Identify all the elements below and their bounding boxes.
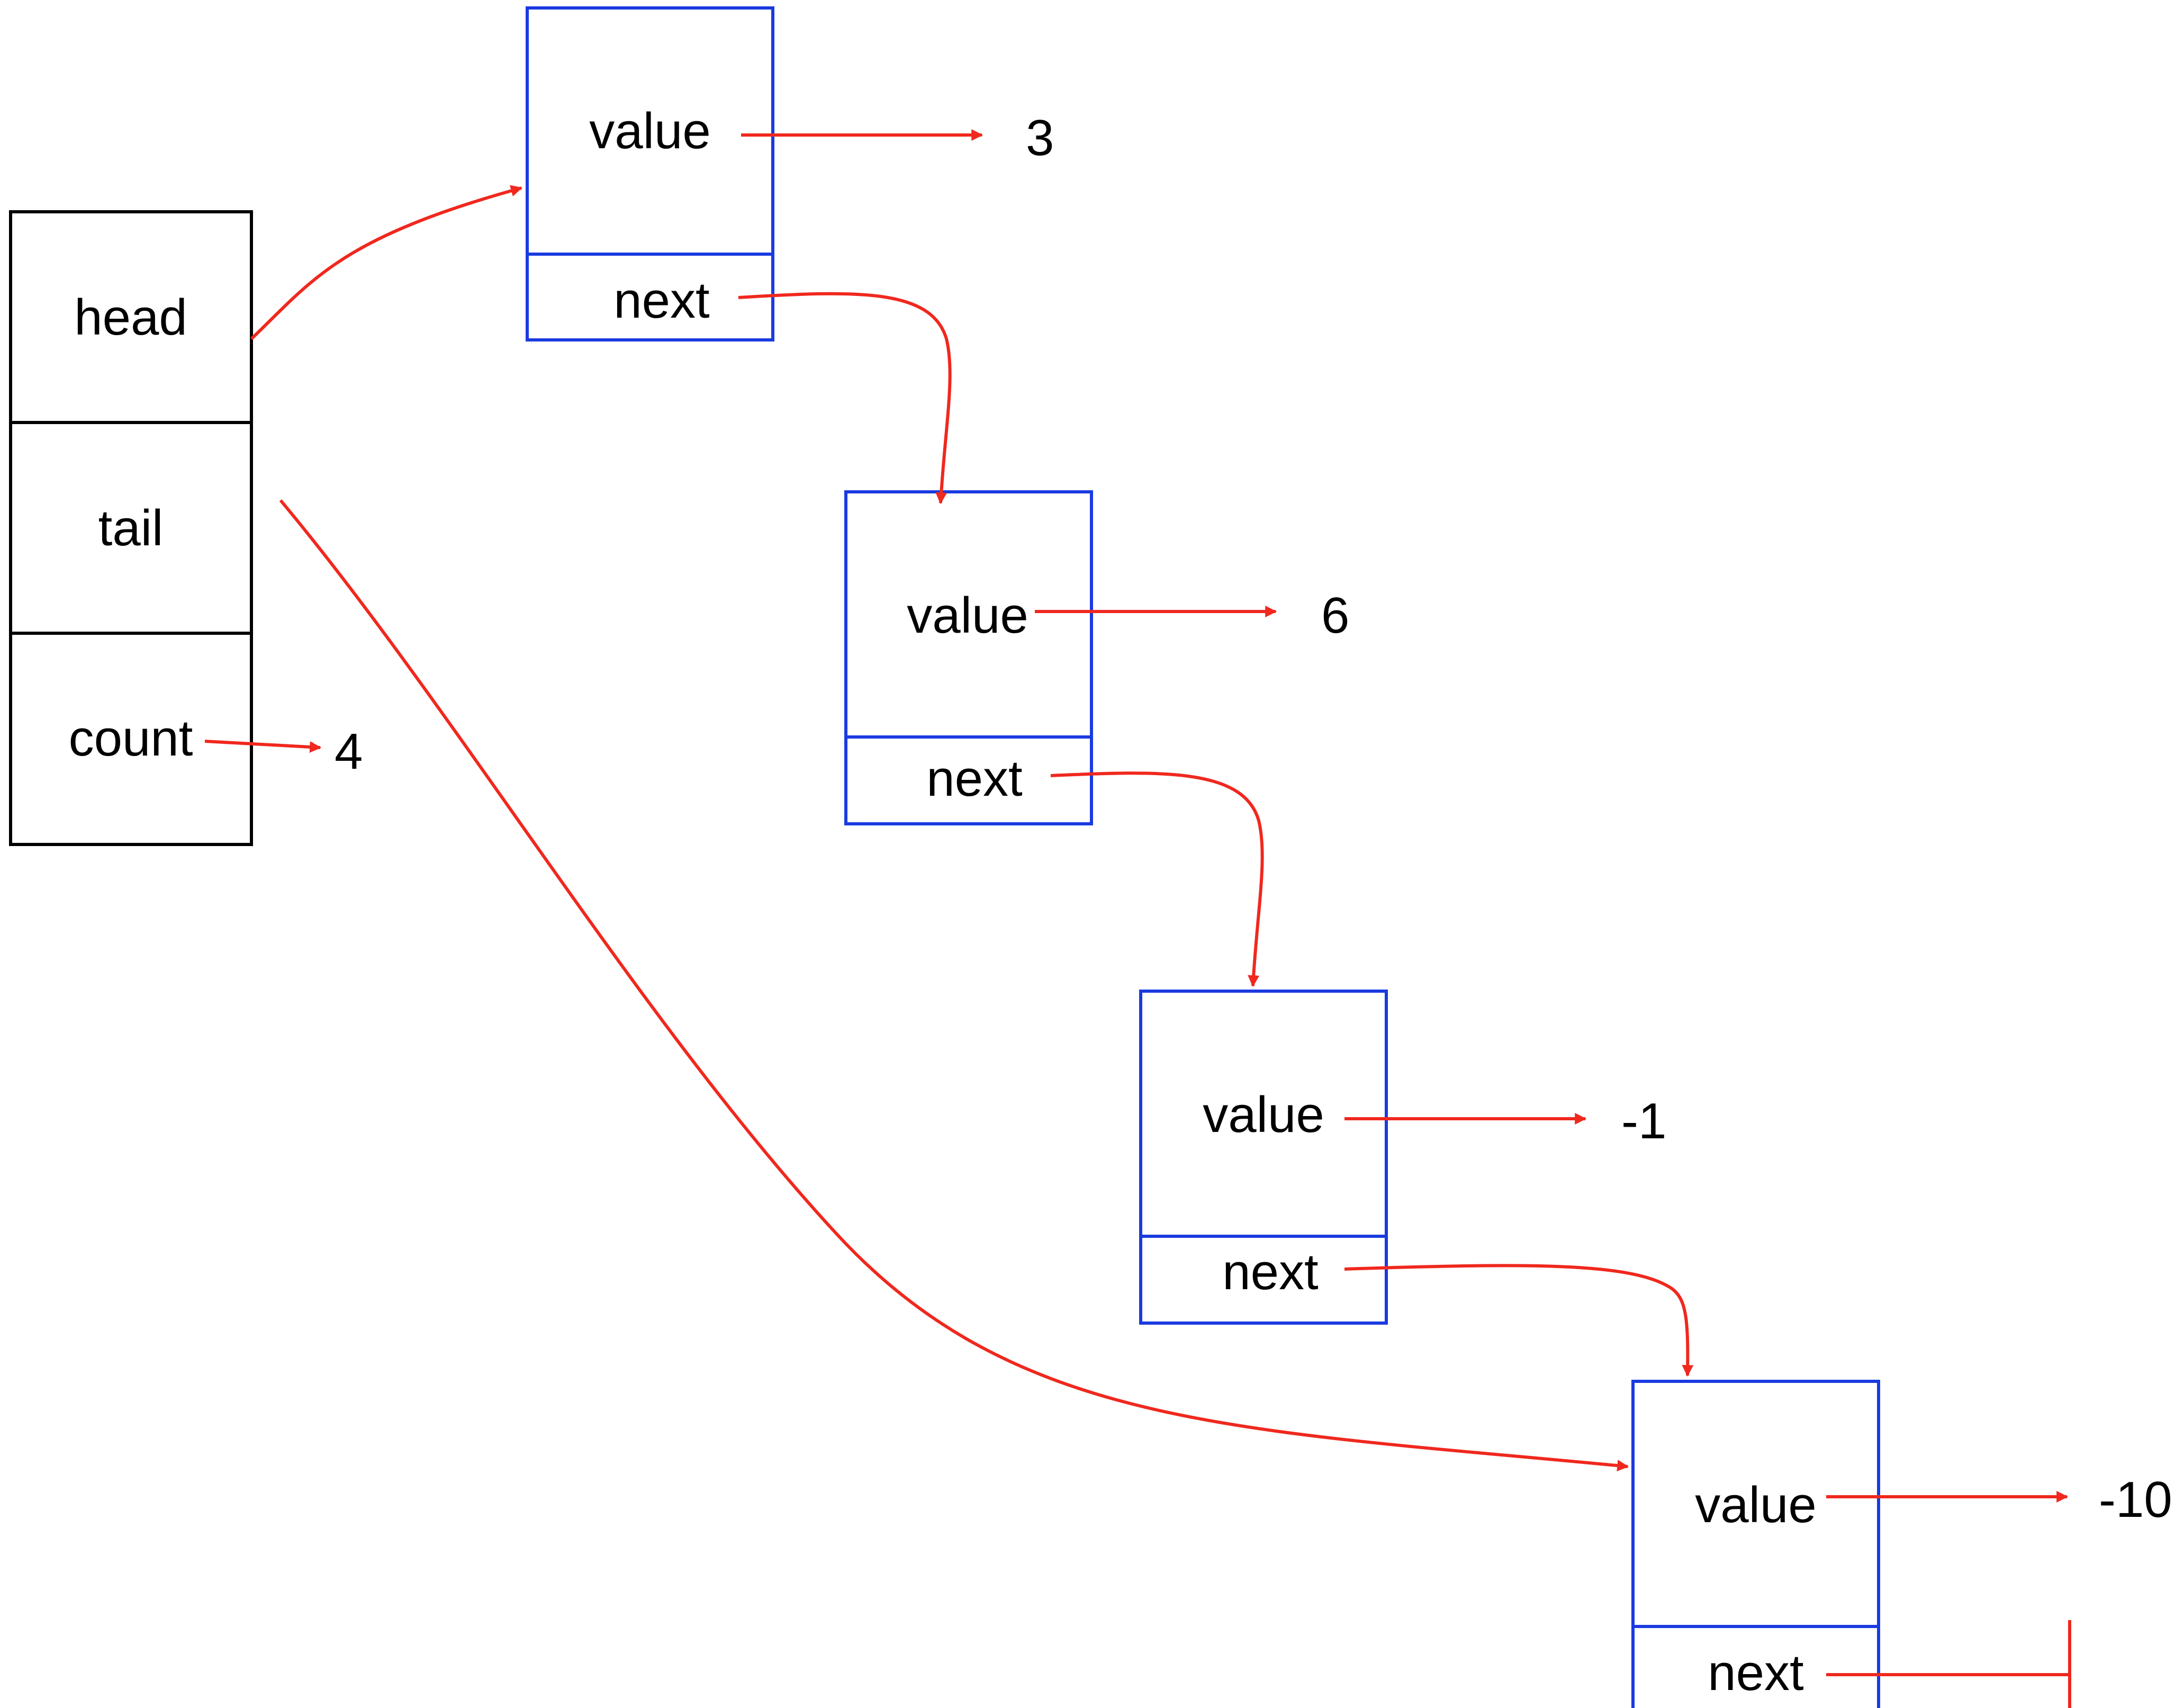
node-box [844, 490, 1093, 825]
node-value-label: value [589, 103, 711, 159]
node-next-label: next [613, 272, 709, 329]
node-value: -1 [1621, 1093, 1666, 1149]
node-value: 3 [1026, 110, 1054, 166]
node-value: 6 [1321, 587, 1349, 644]
list-struct: head tail count [9, 210, 253, 846]
list-node: value next [1139, 990, 1388, 1325]
head-field-label: head [74, 289, 187, 346]
node-value-label: value [907, 587, 1028, 644]
node-next-arrow [1050, 771, 1264, 987]
tail-pointer-arrow [279, 499, 1629, 1472]
node-box [1631, 1380, 1880, 1708]
list-struct-box [9, 210, 253, 846]
count-field-label: count [69, 710, 193, 767]
node-box [526, 6, 774, 341]
node-value-label: value [1203, 1086, 1324, 1143]
node-next-label: next [1708, 1644, 1803, 1701]
count-value: 4 [335, 723, 363, 780]
node-value-label: value [1695, 1477, 1817, 1533]
node-next-arrow [738, 292, 952, 505]
count-pointer-arrow [204, 740, 322, 753]
list-node: value next [844, 490, 1093, 825]
list-node: value next [1631, 1380, 1880, 1708]
head-pointer-arrow [250, 185, 523, 340]
node-value: -10 [2099, 1471, 2172, 1528]
node-next-arrow [1344, 1264, 1694, 1377]
node-next-label: next [926, 750, 1022, 807]
list-node: value next [526, 6, 774, 341]
tail-field-label: tail [98, 500, 164, 556]
node-next-label: next [1222, 1244, 1318, 1300]
